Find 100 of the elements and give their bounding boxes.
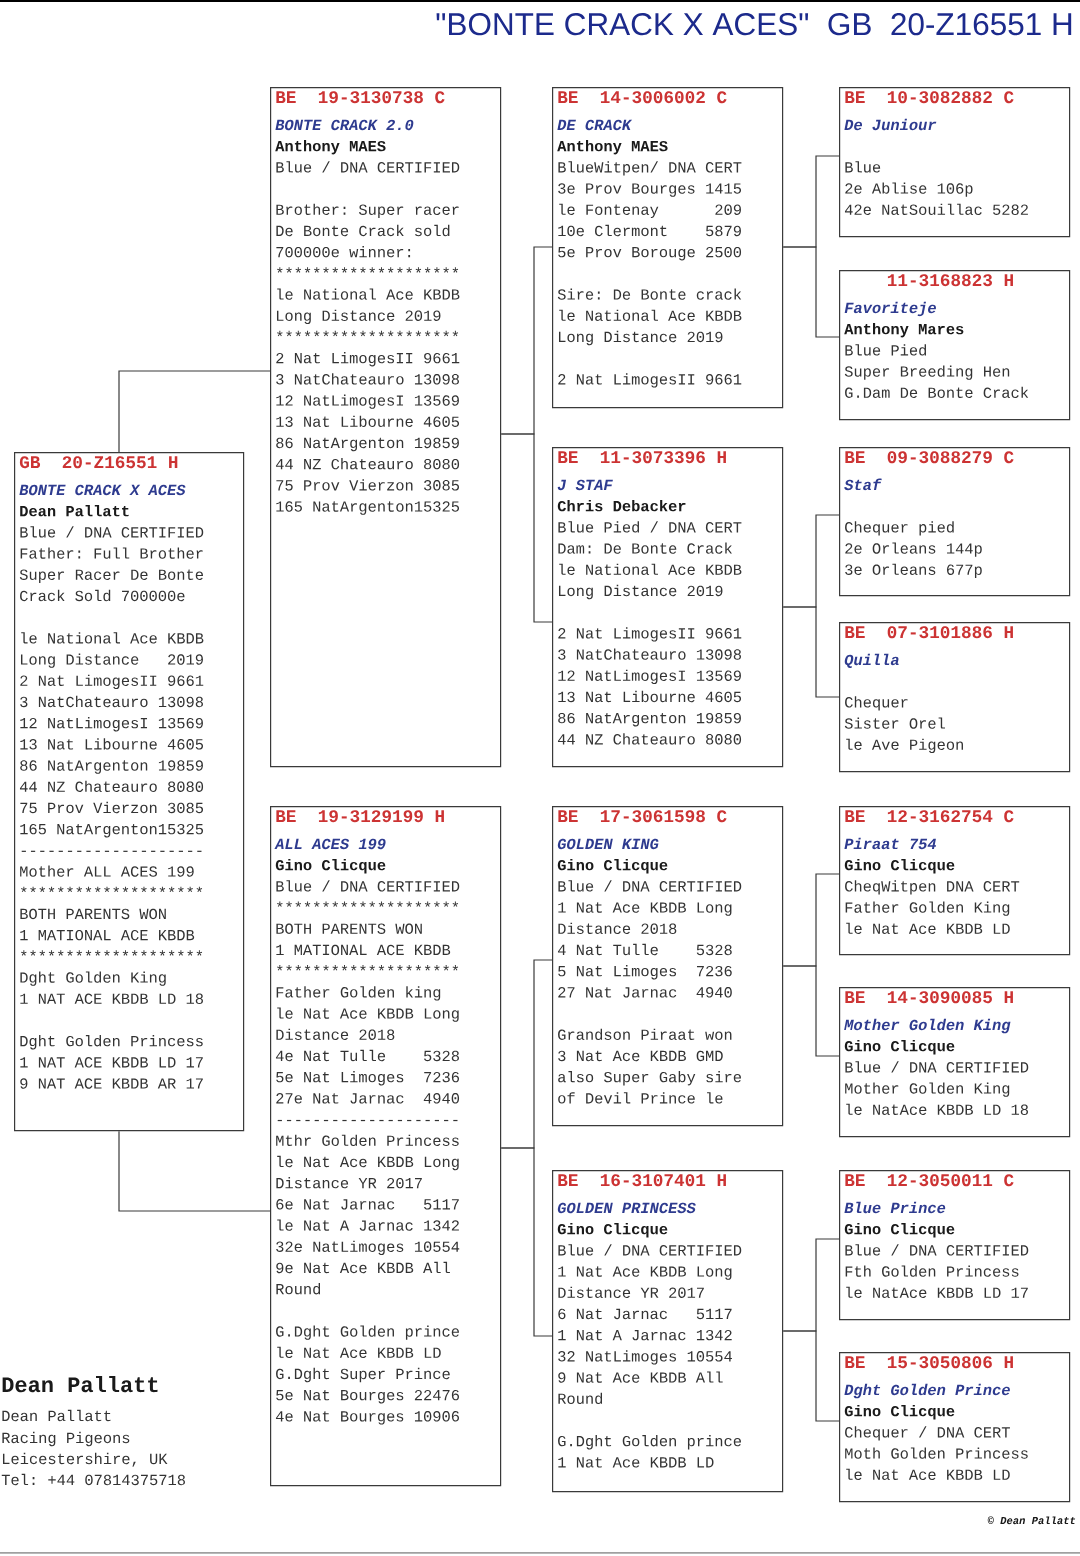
record-line: le Nat Ace KBDB LD [846,1468,1010,1480]
owner-name: Gino Clicque [844,1405,955,1420]
record-line: 5e Nat Bourges 22476 [276,1389,459,1404]
record-line: Chequer / DNA CERT [845,1426,1010,1441]
connector-line [118,370,271,453]
record-line: 165 NatArgenton15325 [20,823,204,838]
record-line: Super Racer De Bonte [19,569,203,583]
record-line: De Bonte Crack sold [276,224,450,237]
pigeon-name: J STAF [557,479,613,491]
record-line: le National Ace KBDB [559,563,742,575]
ring-number: GB 20-Z16551 H [19,456,178,469]
contact-line: Dean Pallatt [2,1409,111,1422]
record-line: Father Golden King [845,901,1010,916]
record-line: Long Distance 2019 [559,330,723,346]
record-line: 10e Clermont 5879 [558,224,741,237]
record-line: Blue Pied / DNA CERT [558,521,742,533]
record-line: G.Dam De Bonte Crack [845,386,1029,398]
record-line: 3 NatChateauro 13098 [20,695,203,708]
contact-heading: Dean Pallatt [2,1376,158,1393]
ring-number: BE 11-3073396 H [558,451,726,464]
connector-line [782,965,840,1057]
ring-number: BE 14-3090085 H [845,991,1013,1004]
record-line: le Nat Ace KBDB Long [277,1007,459,1022]
pigeon-name: ALL ACES 199 [274,838,386,850]
record-line: 75 Prov Vierzon 3085 [276,479,460,491]
record-line: 27e Nat Jarnac 4940 [276,1093,460,1104]
pigeon-name: De Juniour [844,118,937,131]
record-line: 2 Nat LimogesII 9661 [558,373,742,388]
record-line: 6 Nat Jarnac 5117 [558,1308,732,1320]
record-line: le National Ace KBDB [21,632,204,644]
pigeon-name: Piraat 754 [844,837,937,850]
record-line: 44 NZ Chateauro 8080 [557,733,742,745]
record-line: 3e Orleans 677p [845,563,982,578]
record-line: 75 Prov Vierzon 3085 [20,801,204,814]
record-line: 165 NatArgenton15325 [276,501,460,515]
record-line: Distance 2018 [558,922,677,934]
record-line: Dght Golden Princess [20,1035,203,1050]
record-line: 1 Nat Ace KBDB Long [558,1266,732,1280]
record-line: 700000e winner: [276,246,411,258]
pigeon-name: Staf [844,478,882,491]
owner-name: Gino Clicque [557,1223,668,1238]
record-line: 12 NatLimogesI 13569 [276,394,459,409]
ring-number: BE 10-3082882 C [845,91,1014,104]
ring-number: BE 12-3050011 C [845,1174,1014,1187]
ring-number: BE 17-3061598 C [558,810,727,823]
contact-line: Leicestershire, UK [3,1452,168,1467]
record-line: le Nat Ace KBDB LD [277,1346,441,1358]
record-line: le Nat A Jarnac 1342 [277,1219,459,1231]
pigeon-name: Dght Golden Prince [844,1383,1010,1399]
record-line: 6e Nat Jarnac 5117 [276,1199,459,1210]
record-line: Blue / DNA CERTIFIED [845,1061,1029,1073]
record-line: BOTH PARENTS WON [276,923,422,934]
record-line: 3e Prov Bourges 1415 [558,183,742,197]
record-line: Long Distance 2019 [277,309,441,324]
copyright-note: © Dean Pallatt [987,1516,1076,1525]
ring-number: BE 16-3107401 H [558,1174,726,1187]
record-line: Father Golden king [276,986,441,1001]
record-line: le National Ace KBDB [277,288,460,300]
record-line: Mthr Golden Princess [276,1134,459,1146]
ring-number: BE 14-3006002 C [558,91,727,104]
record-line: 9 NAT ACE KBDB AR 17 [20,1078,203,1089]
pigeon-name: Mother Golden King [844,1018,1011,1034]
record-line: 3 NatChateauro 13098 [276,373,459,385]
record-line: 5e Prov Borouge 2500 [558,246,742,261]
record-line: of Devil Prince le [558,1092,723,1104]
owner-name: Gino Clicque [844,1040,955,1055]
record-line: 2e Ablise 106p [845,182,973,197]
ring-number: BE 09-3088279 C [845,451,1014,464]
owner-name: Gino Clicque [275,859,386,874]
record-line: Grandson Piraat won [558,1028,732,1040]
record-line: 13 Nat Libourne 4605 [558,690,742,703]
record-line: 2e Orleans 144p [845,542,982,557]
record-line: Father: Full Brother [20,547,203,559]
pigeon-name: GOLDEN PRINCESS [557,1202,696,1214]
owner-name: Dean Pallatt [20,505,129,517]
record-line: Moth Golden Princess [845,1447,1028,1459]
record-line: 44 NZ Chateauro 8080 [19,780,204,792]
record-line: 1 Nat Ace KBDB LD [558,1457,714,1468]
record-line: 2 Nat LimogesII 9661 [558,627,742,642]
pigeon-name: GOLDEN KING [557,838,659,850]
record-line: G.Dght Super Prince [276,1367,450,1383]
record-line: 86 NatArgenton 19859 [20,760,203,774]
record-line: 1 MATIONAL ACE KBDB [276,944,451,956]
record-line: ******************** [21,886,203,893]
record-line: ******************** [21,950,203,956]
record-line: Blue Pied [845,344,926,356]
record-line: le Fontenay 209 [559,203,741,218]
record-line: 2 Nat LimogesII 9661 [20,674,204,689]
record-line: also Super Gaby sire [558,1071,741,1086]
record-line: Fth Golden Princess [845,1265,1019,1277]
record-line: 5e Nat Limoges 7236 [276,1071,459,1086]
record-line: Blue / DNA CERTIFIED [20,526,204,538]
record-line: le Ave Pigeon [846,738,963,753]
owner-name: Anthony Mares [844,323,964,338]
record-line: ******************** [277,267,459,273]
record-line: 1 Nat Ace KBDB Long [558,902,732,916]
connector-line [118,1130,271,1212]
record-line: Chequer [845,696,908,711]
record-line: Mother ALL ACES 199 [20,865,194,877]
pigeon-name: Quilla [844,653,899,669]
